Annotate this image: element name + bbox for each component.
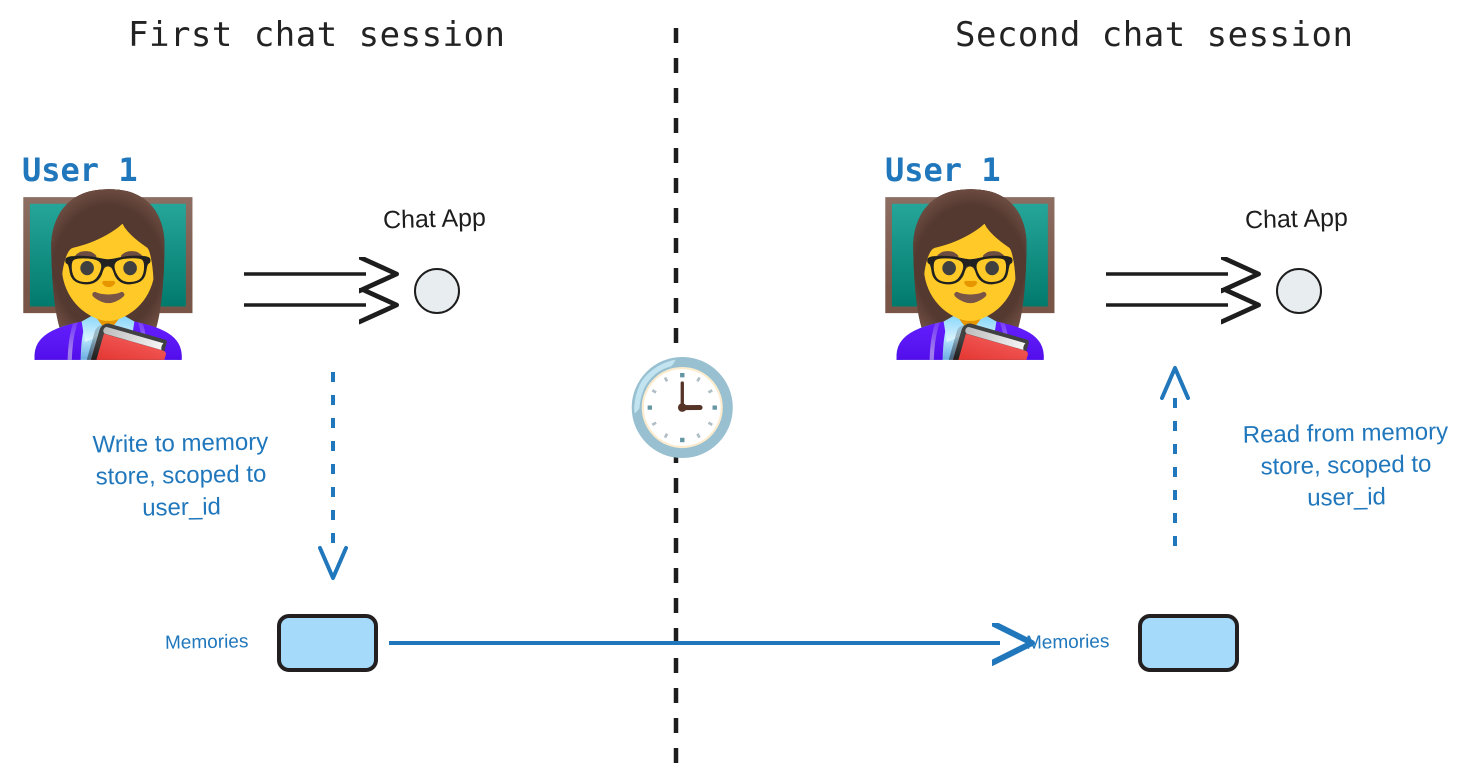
memories-box-second[interactable] [1138, 614, 1239, 672]
exchange-arrows-second-session [1106, 274, 1228, 305]
memories-box-first[interactable] [277, 614, 378, 672]
exchange-arrows-first-session [244, 274, 366, 305]
woman-teacher-emoji: 👩‍🏫 [12, 189, 204, 361]
user-label-second: User 1 [885, 151, 1001, 189]
read-note-second: Read from memory store, scoped to user_i… [1214, 416, 1478, 517]
dashed-arrow-up-icon [1160, 366, 1190, 556]
chat-app-label-first: Chat App [382, 203, 487, 235]
clock-emoji: 🕒 [625, 357, 740, 459]
app-circle-icon-first[interactable] [414, 268, 460, 314]
app-circle-icon-second[interactable] [1276, 268, 1322, 314]
write-note-first: Write to memory store, scoped to user_id [51, 426, 311, 526]
session-title-first: First chat session [128, 15, 506, 55]
memories-label-second: Memories [1025, 631, 1110, 654]
session-title-second: Second chat session [955, 15, 1354, 55]
write-note-line-1: Write to memory [92, 428, 269, 459]
user-label-first: User 1 [22, 151, 138, 189]
chat-app-label-second: Chat App [1244, 203, 1349, 235]
dashed-arrow-down-icon [318, 372, 348, 580]
read-note-line-1: Read from memory [1242, 418, 1449, 449]
read-note-line-2: store, scoped to [1260, 450, 1432, 481]
write-note-line-3: user_id [141, 493, 222, 522]
write-note-line-2: store, scoped to [95, 460, 267, 491]
read-note-line-3: user_id [1306, 483, 1387, 512]
memories-label-first: Memories [164, 631, 249, 654]
woman-teacher-emoji-second: 👩‍🏫 [874, 189, 1066, 361]
